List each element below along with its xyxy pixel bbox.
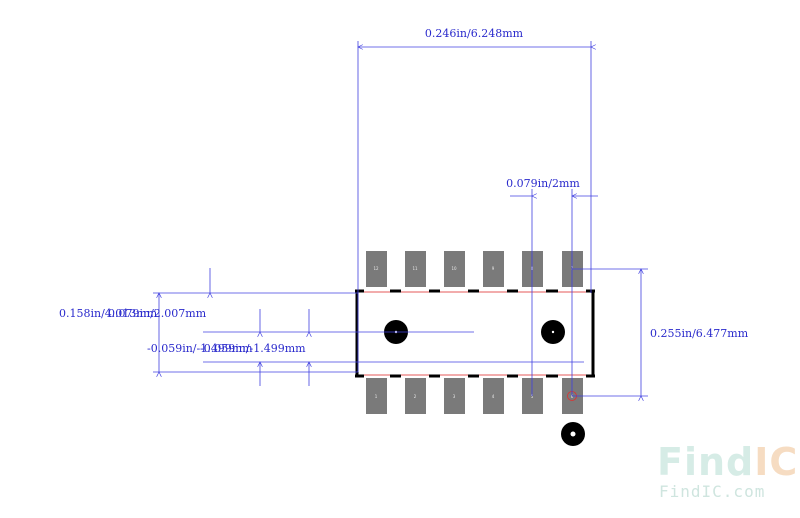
dim-height-a: 0.158in/4.013mm [59, 307, 158, 320]
watermark-logo: FindIC [657, 440, 798, 484]
dim-offset-a: -0.059in/-1.499mm [147, 342, 253, 355]
pad-number: 9 [492, 266, 495, 271]
pad-number: 3 [453, 394, 456, 399]
pad [366, 378, 387, 414]
pad-number: 1 [375, 394, 378, 399]
watermark-brand-accent: IC [754, 440, 799, 484]
pad-number: 5 [531, 394, 534, 399]
pad [483, 251, 504, 287]
pad-number: 12 [373, 266, 379, 271]
pad [522, 251, 543, 287]
pad-number: 11 [412, 266, 418, 271]
pad [522, 378, 543, 414]
dim-pad-pitch: 0.079in/2mm [506, 177, 580, 190]
pad-number: 4 [492, 394, 495, 399]
bottom-pad-row: 1 2 3 4 5 6 [366, 378, 583, 414]
pad [483, 378, 504, 414]
pad [405, 251, 426, 287]
pad-number: 6 [571, 394, 574, 399]
pad [405, 378, 426, 414]
package-body [355, 289, 595, 446]
mounting-hole-right-center [551, 330, 555, 334]
pin1-marker-dot-center [570, 431, 576, 437]
pad [366, 251, 387, 287]
watermark-url: FindIC.com [659, 482, 766, 501]
pad [444, 251, 465, 287]
pad [444, 378, 465, 414]
dimension-lines [153, 41, 648, 401]
dim-height-b: 0.079in/2.007mm [108, 307, 207, 320]
dimension-labels: 0.246in/6.248mm 0.079in/2mm 0.255in/6.47… [59, 27, 749, 355]
pad-number: 2 [414, 394, 417, 399]
dim-span: 0.255in/6.477mm [650, 327, 749, 340]
dim-overall-width: 0.246in/6.248mm [425, 27, 524, 40]
watermark-brand-main: Find [657, 440, 755, 484]
top-pad-row: 12 11 10 9 8 7 [366, 251, 583, 287]
pad-number: 10 [451, 266, 457, 271]
dim-offset-b: -0.059in/-1.499mm [200, 342, 306, 355]
